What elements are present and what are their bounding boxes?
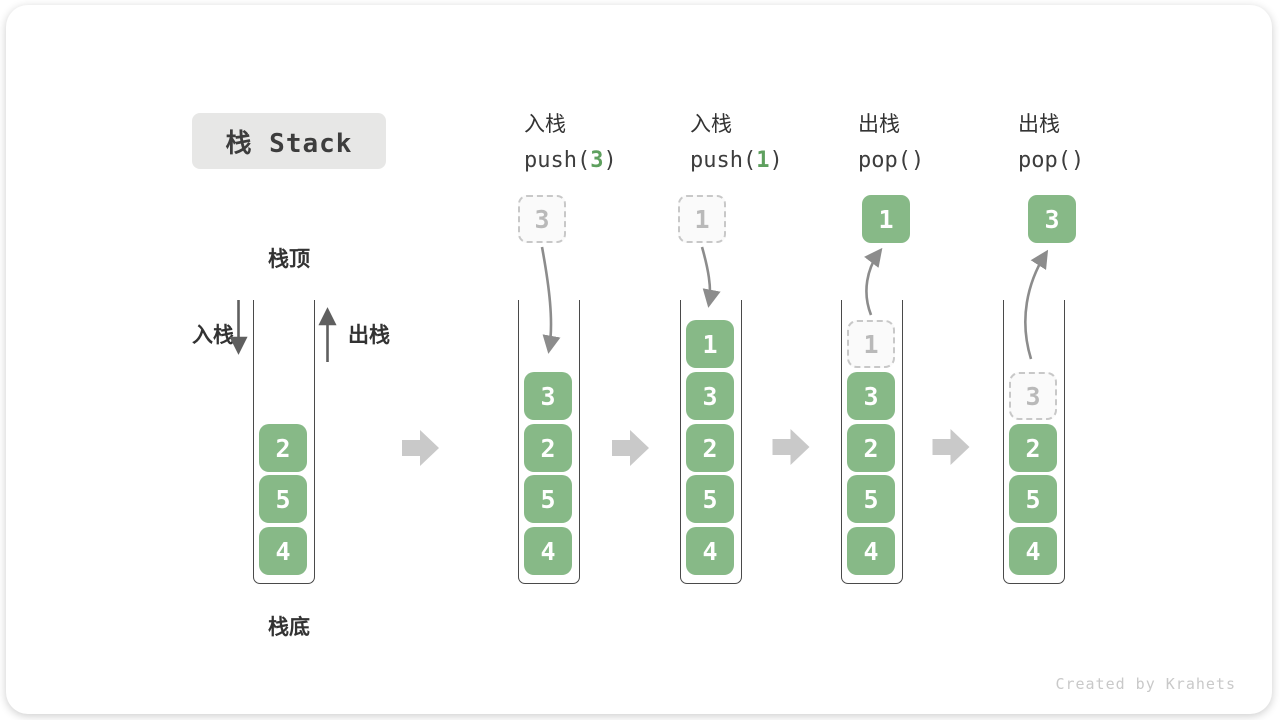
stack-element-ghost: 1: [847, 320, 895, 368]
stack-element: 4: [259, 527, 307, 575]
header-label: 出栈: [1018, 113, 1060, 136]
title-badge: 栈 Stack: [192, 113, 386, 169]
stack-element: 4: [686, 527, 734, 575]
column-header-pop-3: 出栈 pop(): [1018, 107, 1084, 181]
column-header-pop-1: 出栈 pop(): [858, 107, 924, 181]
stack-element: 3: [686, 372, 734, 420]
code-arg: 3: [590, 148, 604, 173]
header-label: 出栈: [858, 113, 900, 136]
stack-element: 3: [847, 372, 895, 420]
header-code: push(1): [690, 148, 783, 173]
stack-element: 4: [1009, 527, 1057, 575]
floating-box-dashed: 1: [678, 195, 726, 243]
stack-container-1: 2 5 4: [253, 300, 315, 584]
canvas-card: 栈 Stack 入栈 push(3) 入栈 push(1) 出栈 pop() 出…: [6, 5, 1272, 714]
header-label: 入栈: [690, 113, 732, 136]
step-arrow-icon: [932, 429, 970, 465]
stack-element-ghost: 3: [1009, 372, 1057, 420]
header-label: 入栈: [524, 113, 566, 136]
step-arrow-icon: [402, 430, 439, 466]
push-side-label: 入栈: [192, 324, 234, 347]
step-arrow-icon: [612, 430, 649, 466]
column-header-push-3: 入栈 push(3): [524, 107, 617, 181]
header-code: pop(): [1018, 148, 1085, 173]
push-flow-arrow-icon: [700, 246, 721, 308]
step-arrow-icon: [772, 429, 810, 465]
stack-element: 5: [686, 475, 734, 523]
stack-container-3: 1 3 2 5 4: [680, 300, 742, 584]
watermark: Created by Krahets: [1055, 675, 1236, 693]
stack-top-label: 栈顶: [268, 248, 310, 271]
stack-element: 4: [847, 527, 895, 575]
stack-element: 2: [524, 424, 572, 472]
stack-element: 5: [259, 475, 307, 523]
stack-element: 2: [847, 424, 895, 472]
floating-box-dashed: 3: [518, 195, 566, 243]
stack-element: 2: [259, 424, 307, 472]
pop-side-label: 出栈: [348, 324, 390, 347]
stack-element: 2: [1009, 424, 1057, 472]
stack-element: 3: [524, 372, 572, 420]
stack-container-5: 3 2 5 4: [1003, 300, 1065, 584]
code-arg: 1: [756, 148, 770, 173]
stack-element: 2: [686, 424, 734, 472]
floating-box-popped: 1: [862, 195, 910, 243]
stack-element: 4: [524, 527, 572, 575]
stack-element: 5: [847, 475, 895, 523]
stack-element: 1: [686, 320, 734, 368]
stack-bottom-label: 栈底: [268, 616, 310, 639]
column-header-push-1: 入栈 push(1): [690, 107, 783, 181]
stack-element: 5: [524, 475, 572, 523]
floating-box-popped: 3: [1028, 195, 1076, 243]
header-code: push(3): [524, 148, 617, 173]
stack-element: 5: [1009, 475, 1057, 523]
header-code: pop(): [858, 148, 925, 173]
stack-container-4: 1 3 2 5 4: [841, 300, 903, 584]
stack-container-2: 3 2 5 4: [518, 300, 580, 584]
title-text: 栈 Stack: [225, 128, 353, 159]
